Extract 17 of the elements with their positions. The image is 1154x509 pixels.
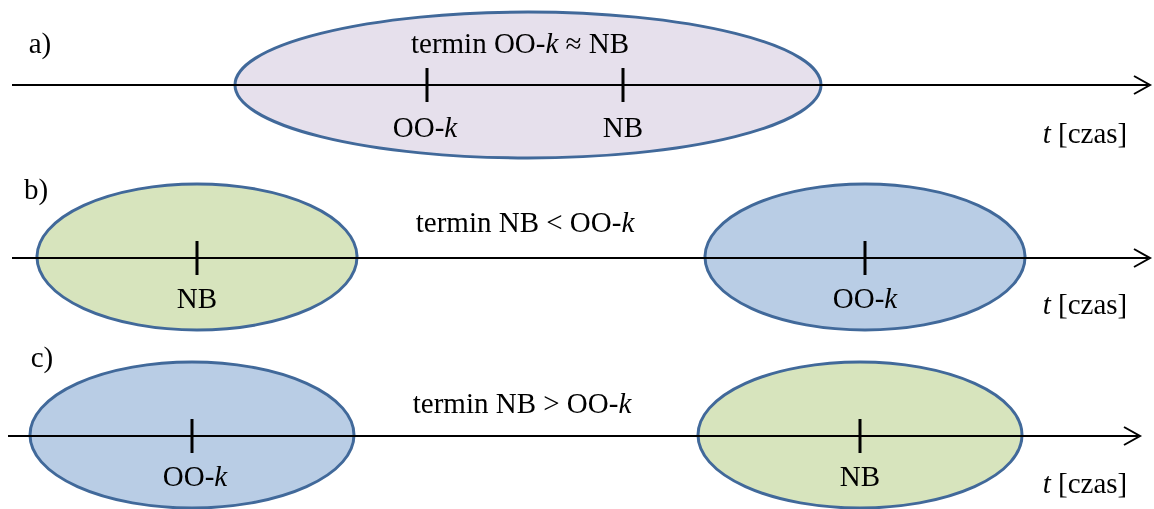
axis-label: t [czas] bbox=[1042, 468, 1128, 500]
comparison-text: termin NB > OO-k bbox=[412, 388, 632, 420]
tick-label: OO-k bbox=[392, 112, 458, 144]
tick-label: OO-k bbox=[162, 461, 228, 493]
axis-label: t [czas] bbox=[1042, 118, 1128, 150]
axis-label: t [czas] bbox=[1042, 289, 1128, 321]
panel-label: b) bbox=[23, 174, 49, 206]
panel-label: c) bbox=[30, 342, 54, 374]
panel-label: a) bbox=[28, 28, 52, 60]
tick-label: NB bbox=[176, 283, 218, 315]
time-window-ellipse bbox=[703, 182, 1027, 332]
tick-label: OO-k bbox=[832, 283, 898, 315]
heading-text: termin OO-k ≈ NB bbox=[410, 28, 630, 60]
comparison-text: termin NB < OO-k bbox=[415, 207, 635, 239]
time-window-ellipse bbox=[233, 10, 823, 160]
tick-label: NB bbox=[839, 461, 881, 493]
tick-label: NB bbox=[602, 112, 644, 144]
